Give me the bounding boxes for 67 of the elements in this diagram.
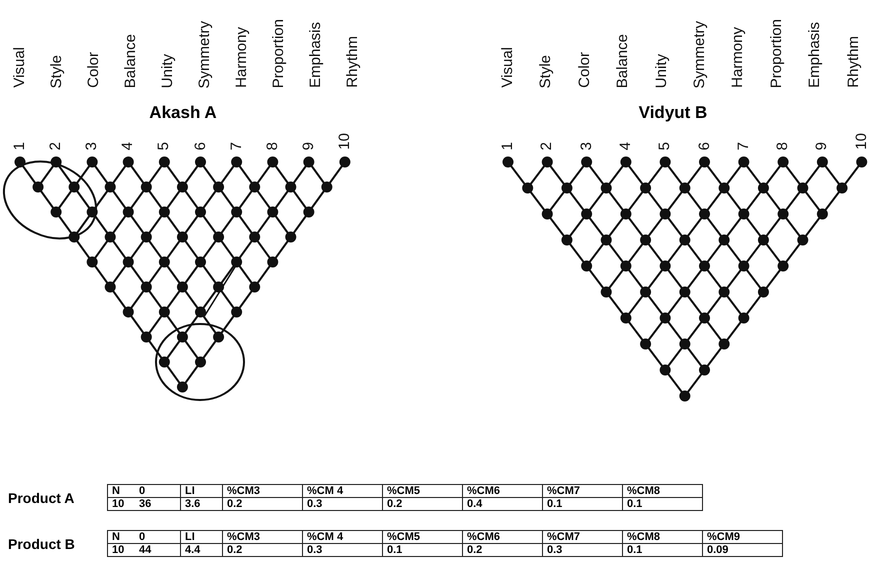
table-cell: 0.2 bbox=[462, 543, 543, 557]
column-header: Unity bbox=[160, 54, 176, 88]
table-cell: N bbox=[107, 484, 136, 498]
column-header: Emphasis bbox=[807, 22, 824, 88]
position-number: 3 bbox=[84, 142, 100, 150]
position-number: 8 bbox=[775, 142, 792, 150]
column-header: Color bbox=[86, 52, 102, 88]
table-cell: 0.3 bbox=[542, 543, 623, 557]
position-number: 1 bbox=[12, 142, 28, 150]
table-cell: 10 bbox=[107, 497, 136, 511]
table-cell: 0.1 bbox=[622, 497, 703, 511]
position-number: 5 bbox=[156, 142, 172, 150]
table-cell: 0.1 bbox=[622, 543, 703, 557]
position-number: 10 bbox=[336, 133, 353, 150]
table-cell: 0.09 bbox=[702, 543, 783, 557]
position-number: 2 bbox=[539, 142, 556, 150]
row-label: Product B bbox=[8, 536, 75, 552]
table-cell: 36 bbox=[135, 497, 181, 511]
position-number: 4 bbox=[120, 142, 136, 150]
position-number: 4 bbox=[618, 142, 634, 150]
table-cell: 0.3 bbox=[302, 543, 383, 557]
position-number: 9 bbox=[300, 142, 317, 150]
row-label: Product A bbox=[8, 490, 74, 506]
column-header: Balance bbox=[615, 34, 632, 88]
table-cell: 0.1 bbox=[382, 543, 463, 557]
position-number: 6 bbox=[192, 142, 208, 150]
table-cell: 0.3 bbox=[302, 497, 383, 511]
column-header: Style bbox=[538, 54, 554, 88]
table-cell: N bbox=[107, 530, 136, 544]
table-cell: 0.4 bbox=[462, 497, 543, 511]
column-header: Balance bbox=[123, 34, 139, 88]
table-cell: 3.6 bbox=[180, 497, 223, 511]
position-number: 10 bbox=[854, 133, 870, 150]
column-header: Visual bbox=[500, 47, 516, 88]
column-header: Style bbox=[49, 54, 65, 88]
table-cell: 0.2 bbox=[222, 497, 303, 511]
position-number: 5 bbox=[657, 142, 674, 150]
table-cell: 0.1 bbox=[542, 497, 623, 511]
column-header: Rhythm bbox=[345, 36, 361, 88]
table-cell: 0.2 bbox=[222, 543, 303, 557]
table-cell: 10 bbox=[107, 543, 136, 557]
table-cell: 0.2 bbox=[382, 497, 463, 511]
column-header: Visual bbox=[12, 47, 28, 88]
column-header: Symmetry bbox=[692, 20, 708, 88]
column-header: Proportion bbox=[768, 18, 785, 88]
table-cell: %CM8 bbox=[622, 484, 703, 498]
position-number: 3 bbox=[578, 142, 595, 150]
position-number: 8 bbox=[264, 142, 281, 150]
column-header: Emphasis bbox=[308, 22, 324, 88]
position-number: 6 bbox=[696, 142, 712, 150]
position-number: 1 bbox=[500, 142, 516, 150]
position-number: 9 bbox=[814, 142, 830, 150]
table-cell: %CM9 bbox=[702, 530, 783, 544]
table-cell: 44 bbox=[135, 543, 181, 557]
column-header: Harmony bbox=[234, 27, 250, 88]
column-header: Rhythm bbox=[846, 36, 862, 88]
column-header: Proportion bbox=[271, 18, 287, 88]
column-header: Harmony bbox=[730, 27, 746, 88]
position-number: 7 bbox=[736, 142, 752, 150]
position-number: 7 bbox=[228, 142, 245, 150]
panel-heading: Vidyut B bbox=[638, 103, 708, 123]
column-header: Unity bbox=[654, 54, 670, 88]
position-number: 2 bbox=[48, 142, 64, 150]
panel-heading: Akash A bbox=[149, 103, 217, 123]
table-cell: 4.4 bbox=[180, 543, 223, 557]
column-header: Color bbox=[576, 52, 593, 88]
column-header: Symmetry bbox=[197, 20, 213, 88]
